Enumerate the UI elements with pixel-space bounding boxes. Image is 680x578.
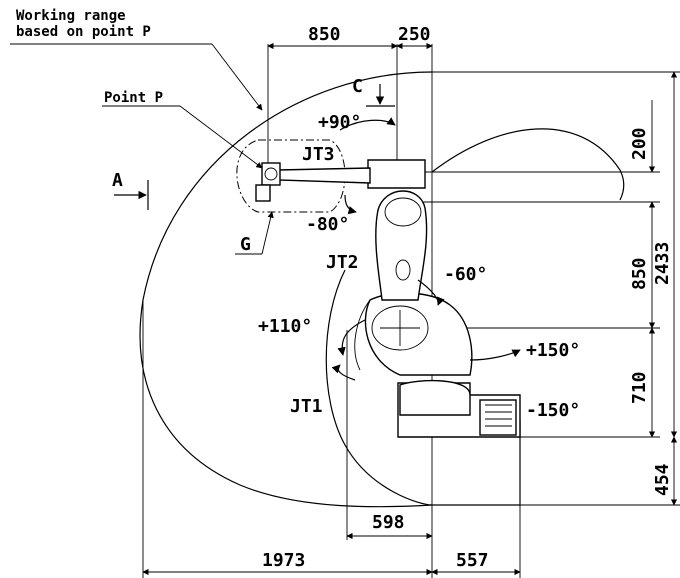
dim-right-200: 200 xyxy=(629,127,650,160)
dim-bottom-1973: 1973 xyxy=(262,550,305,571)
working-range-label-2: based on point P xyxy=(16,24,151,40)
dim-right-710: 710 xyxy=(629,371,650,404)
jt1-label: JT1 xyxy=(290,396,323,417)
view-a-label: A xyxy=(112,170,123,191)
view-c-label: C xyxy=(352,76,363,97)
dim-right-2433: 2433 xyxy=(652,242,673,285)
working-range-label-1: Working range xyxy=(16,8,126,24)
dim-right-850: 850 xyxy=(629,257,650,290)
point-p-label: Point P xyxy=(104,90,163,106)
robot-body xyxy=(255,159,521,438)
jt3-plus-angle: +90° xyxy=(318,112,361,133)
detail-g-label: G xyxy=(240,234,251,255)
jt3-minus-angle: -80° xyxy=(306,214,349,235)
jt2-plus-angle: +110° xyxy=(258,316,312,337)
dim-bottom-598: 598 xyxy=(372,512,405,533)
jt1-minus-angle: -150° xyxy=(526,400,580,421)
dim-top-850: 850 xyxy=(308,24,341,45)
working-range-envelope xyxy=(139,71,433,508)
upper-reach-arc xyxy=(431,128,625,201)
inner-small-arc xyxy=(354,299,371,371)
jt3-label: JT3 xyxy=(302,144,335,165)
jt2-label: JT2 xyxy=(326,252,359,273)
dim-top-250: 250 xyxy=(398,24,431,45)
dim-right-454: 454 xyxy=(652,463,673,496)
dim-bottom-557: 557 xyxy=(456,550,489,571)
inner-lower-arc xyxy=(325,269,433,506)
jt2-minus-angle: -60° xyxy=(444,264,487,285)
jt1-plus-angle: +150° xyxy=(526,340,580,361)
